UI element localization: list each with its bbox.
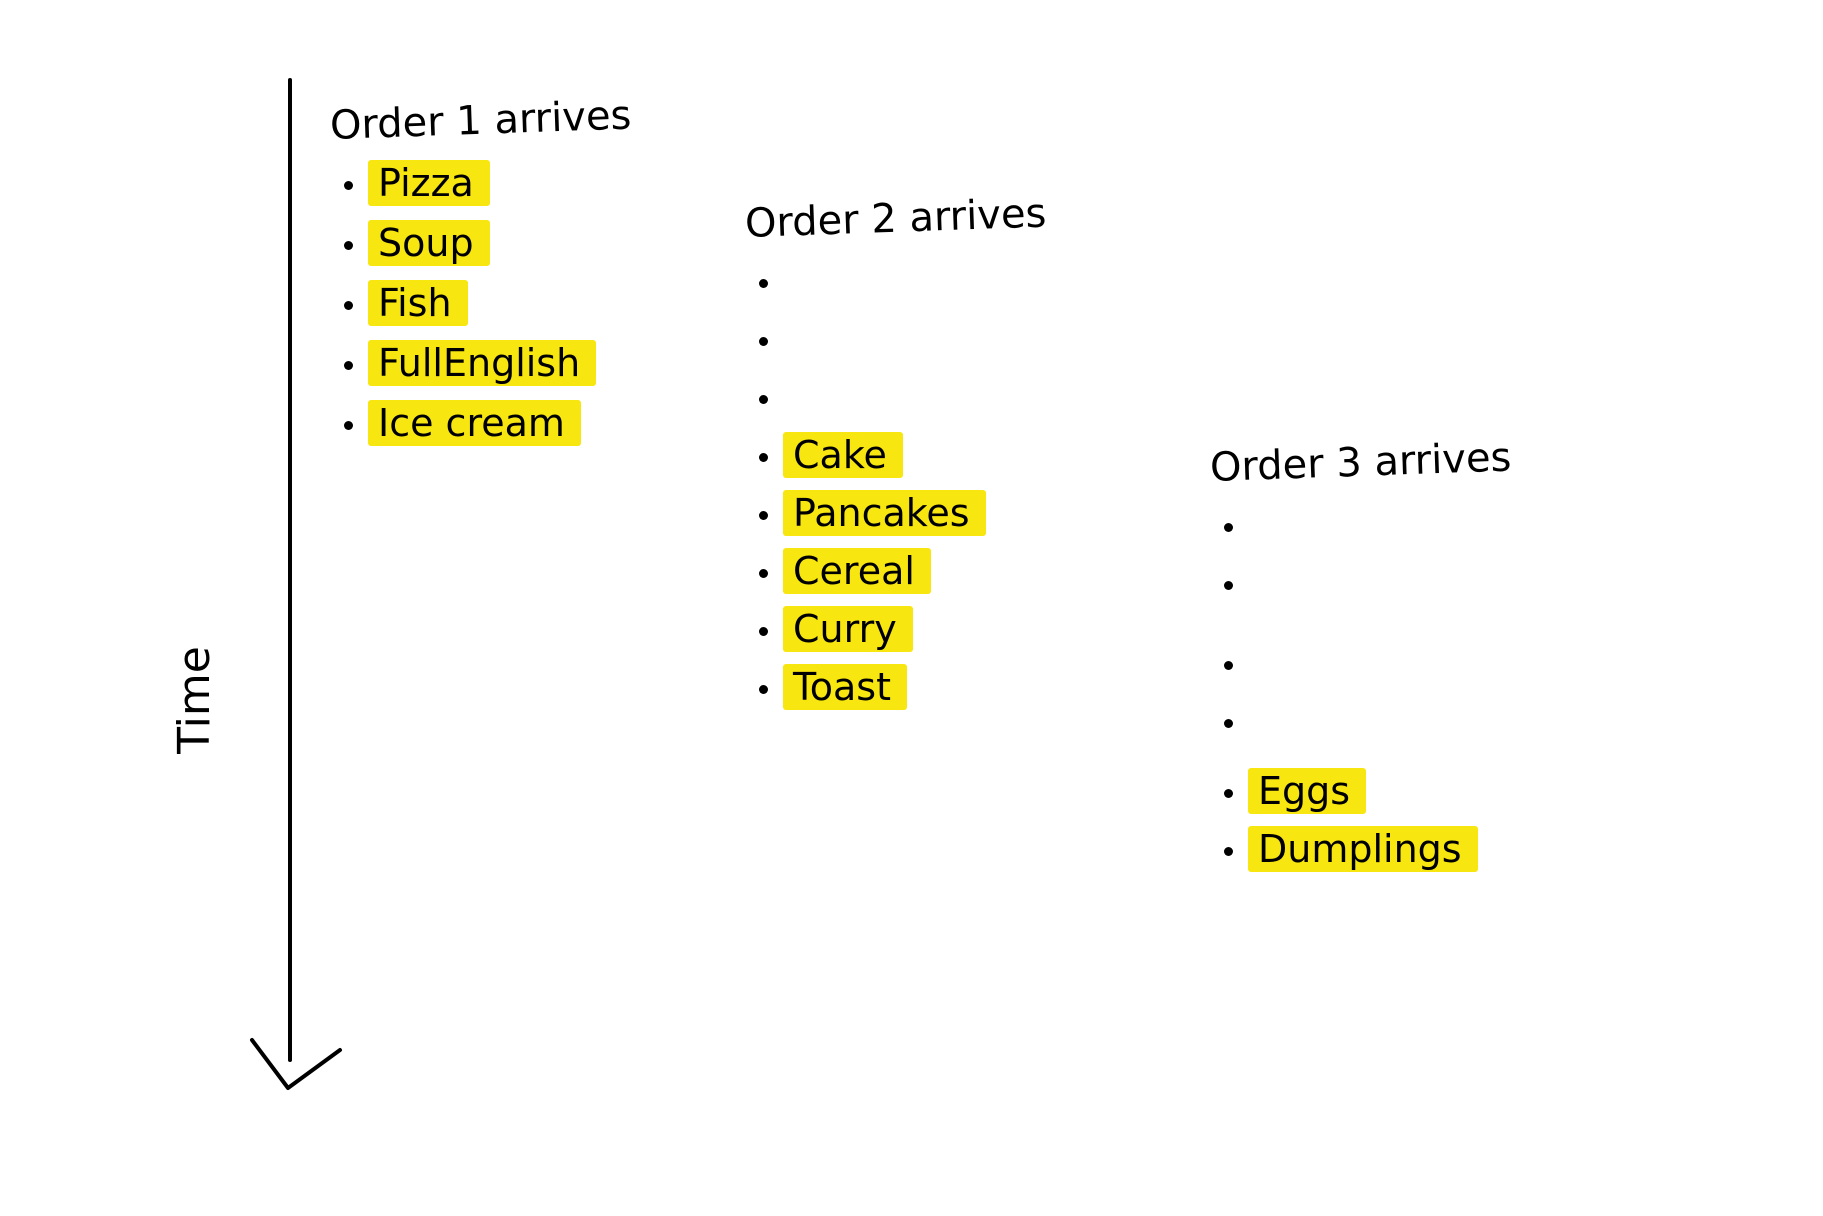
blank-bullet [1210,634,1511,692]
item-label: Soup [368,220,490,266]
bullet-dot [759,569,768,578]
item-label: FullEnglish [368,340,597,386]
bullet-dot [344,301,353,310]
list-item: Curry [745,600,1046,658]
item-label: Curry [783,606,913,652]
bullet-dot [759,627,768,636]
order-2-title: Order 2 arrives [744,190,1048,247]
item-label: Toast [783,664,907,710]
order-1-items: Pizza Soup Fish FullEnglish Ice cream [330,154,631,454]
bullet-dot [759,511,768,520]
bullet-dot [1224,789,1233,798]
bullet-dot [344,181,353,190]
list-item: Dumplings [1210,820,1511,878]
item-label: Eggs [1248,768,1367,814]
order-1-title: Order 1 arrives [329,92,633,149]
order-1-group: Order 1 arrives Pizza Soup Fish FullEngl… [329,92,632,454]
item-label: Fish [368,280,468,326]
blank-bullet [745,310,1046,368]
list-item: Soup [330,214,631,274]
blank-bullet [1210,692,1511,762]
item-label: Ice cream [368,400,581,446]
bullet-dot [1224,847,1233,856]
order-2-items: Cake Pancakes Cereal Curry Toast [745,252,1046,716]
bullet-dot [344,421,353,430]
item-label: Pancakes [783,490,986,536]
list-item: Pancakes [745,484,1046,542]
blank-bullet [1210,554,1511,634]
order-2-group: Order 2 arrives Cake Pancakes Cereal Cur… [744,190,1047,716]
list-item: Eggs [1210,762,1511,820]
bullet-dot [759,685,768,694]
bullet-dot [1224,581,1233,590]
bullet-dot [344,241,353,250]
bullet-dot [1224,523,1233,532]
order-3-group: Order 3 arrives Eggs Dumplings [1209,434,1512,878]
list-item: Cereal [745,542,1046,600]
item-label: Pizza [368,160,490,206]
bullet-dot [1224,719,1233,728]
blank-bullet [745,368,1046,426]
item-label: Dumplings [1248,826,1478,872]
bullet-dot [759,453,768,462]
list-item: Cake [745,426,1046,484]
time-axis-label: Time [169,646,220,754]
bullet-dot [759,395,768,404]
list-item: Ice cream [330,394,631,454]
item-label: Cake [783,432,903,478]
item-label: Cereal [783,548,931,594]
order-3-items: Eggs Dumplings [1210,496,1511,878]
bullet-dot [1224,661,1233,670]
bullet-dot [759,279,768,288]
list-item: Toast [745,658,1046,716]
list-item: FullEnglish [330,334,631,394]
order-3-title: Order 3 arrives [1209,434,1513,491]
blank-bullet [1210,496,1511,554]
bullet-dot [759,337,768,346]
bullet-dot [344,361,353,370]
blank-bullet [745,252,1046,310]
list-item: Pizza [330,154,631,214]
list-item: Fish [330,274,631,334]
